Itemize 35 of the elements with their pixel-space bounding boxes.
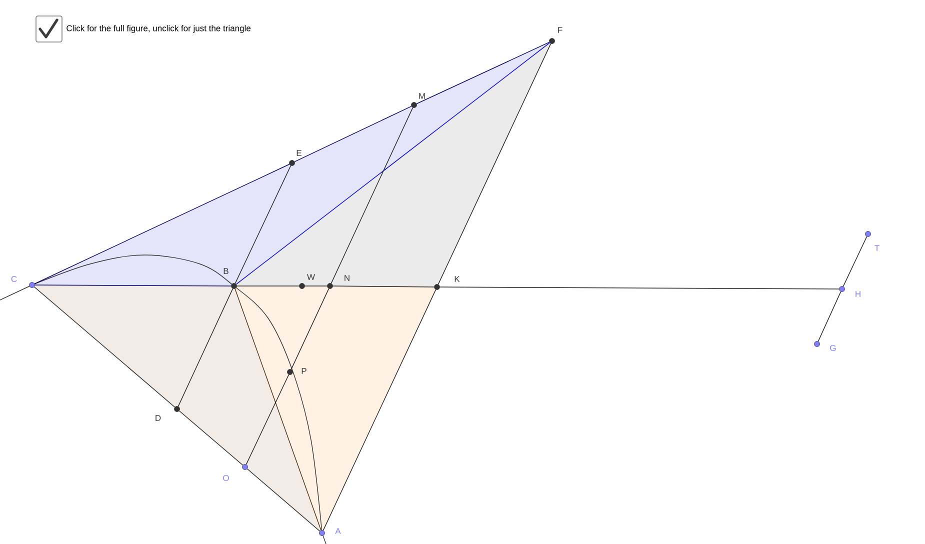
point-label: O [223, 475, 229, 481]
segment [34, 284, 232, 286]
point-label: E [296, 150, 302, 156]
segment [416, 42, 550, 104]
point-label: B [224, 268, 228, 274]
point-label: P [302, 368, 306, 374]
point-label: M [419, 93, 425, 99]
segment [178, 410, 244, 466]
segment [246, 468, 320, 532]
segment [234, 165, 292, 284]
point-label: A [335, 528, 341, 534]
segment [332, 286, 434, 288]
segment [330, 107, 414, 284]
segment [34, 164, 290, 284]
segment [842, 236, 868, 287]
point-label: C [11, 276, 17, 282]
segment [246, 374, 290, 465]
point-label: G [830, 345, 836, 351]
segment [818, 291, 842, 342]
segment [322, 289, 436, 531]
segment [234, 288, 322, 531]
segment [290, 288, 330, 370]
segment [440, 286, 840, 290]
point-label: D [156, 415, 161, 421]
point-label: N [344, 275, 350, 281]
checkbox-label: Click for the full figure, unclick for just the triangle [66, 25, 250, 33]
segment [294, 106, 412, 162]
point-label: F [558, 27, 562, 33]
point-label: K [454, 276, 460, 282]
segment [178, 288, 234, 407]
segment [438, 43, 552, 285]
point-label: T [874, 245, 880, 251]
point-label: H [856, 291, 860, 297]
point-label: W [307, 274, 315, 280]
segment [34, 286, 176, 408]
